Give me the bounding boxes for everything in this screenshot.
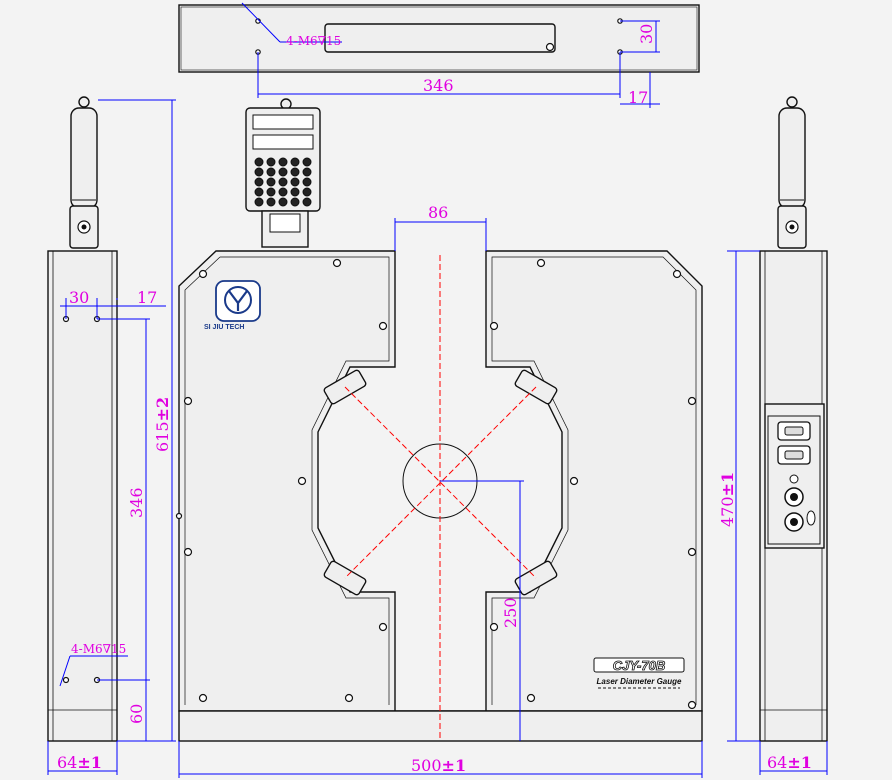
front-width-label: 500±1 bbox=[411, 756, 466, 775]
keypad-button bbox=[302, 157, 312, 167]
keypad-button bbox=[302, 197, 312, 207]
top-offset-h-label: 17 bbox=[628, 88, 648, 107]
keypad-button bbox=[254, 197, 264, 207]
keypad-button bbox=[278, 197, 288, 207]
top-span-label: 346 bbox=[423, 76, 454, 95]
brand-name: SI JIU TECH bbox=[204, 324, 244, 331]
keypad-button bbox=[266, 167, 276, 177]
control-unit bbox=[245, 98, 321, 248]
display-window bbox=[252, 134, 314, 150]
keypad-button bbox=[278, 177, 288, 187]
brand-logo: SI JIU TECH bbox=[204, 280, 261, 331]
right-handle bbox=[778, 107, 806, 209]
keypad-button bbox=[290, 157, 300, 167]
keypad-button bbox=[290, 187, 300, 197]
right-depth-label: 64±1 bbox=[767, 753, 812, 772]
keypad-button bbox=[290, 177, 300, 187]
window-width-label: 86 bbox=[428, 203, 448, 222]
keypad-button bbox=[290, 167, 300, 177]
keypad-button bbox=[266, 157, 276, 167]
mount-hole bbox=[62, 676, 70, 684]
keypad bbox=[254, 157, 312, 207]
keypad-button bbox=[254, 177, 264, 187]
left-hole-spec: 4-M6∇15 bbox=[71, 642, 126, 656]
keypad-button bbox=[302, 187, 312, 197]
keypad-button bbox=[266, 187, 276, 197]
left-span-label: 346 bbox=[127, 487, 146, 518]
left-offset-a-label: 30 bbox=[69, 288, 89, 307]
product-plate: CJY-70B Laser Diameter Gauge bbox=[593, 657, 685, 689]
model-name: CJY-70B bbox=[613, 658, 666, 673]
keypad-button bbox=[266, 197, 276, 207]
right-side-view: 470±1 64±1 bbox=[718, 96, 828, 775]
keypad-button bbox=[254, 187, 264, 197]
keypad-button bbox=[302, 177, 312, 187]
display-window bbox=[252, 114, 314, 130]
center-height-label: 250 bbox=[501, 597, 520, 628]
top-offset-v-label: 30 bbox=[637, 24, 656, 44]
left-body bbox=[47, 250, 118, 742]
right-height-label: 470±1 bbox=[718, 472, 737, 527]
top-view-body bbox=[178, 4, 700, 73]
top-view-slot bbox=[324, 23, 556, 53]
left-handle bbox=[70, 107, 98, 209]
left-height-label: 615±2 bbox=[153, 397, 172, 452]
keypad-button bbox=[254, 167, 264, 177]
keypad-button bbox=[254, 157, 264, 167]
keypad-button bbox=[290, 197, 300, 207]
keypad-button bbox=[278, 157, 288, 167]
left-depth-label: 64±1 bbox=[57, 753, 102, 772]
keypad-button bbox=[266, 177, 276, 187]
left-offset-b-label: 17 bbox=[137, 288, 157, 307]
front-view: SI JIU TECH CJY-70B Laser Diameter Gauge… bbox=[175, 98, 703, 778]
top-view: 4-M6∇15 346 30 17 bbox=[178, 2, 700, 108]
left-bottom-label: 60 bbox=[127, 704, 146, 724]
keypad-button bbox=[302, 167, 312, 177]
keypad-button bbox=[278, 167, 288, 177]
left-side-view: 30 17 615±2 346 60 4-M6∇15 64±1 bbox=[47, 96, 176, 775]
keypad-button bbox=[278, 187, 288, 197]
top-hole-spec: 4-M6∇15 bbox=[286, 34, 341, 48]
product-name: Laser Diameter Gauge bbox=[597, 677, 682, 686]
